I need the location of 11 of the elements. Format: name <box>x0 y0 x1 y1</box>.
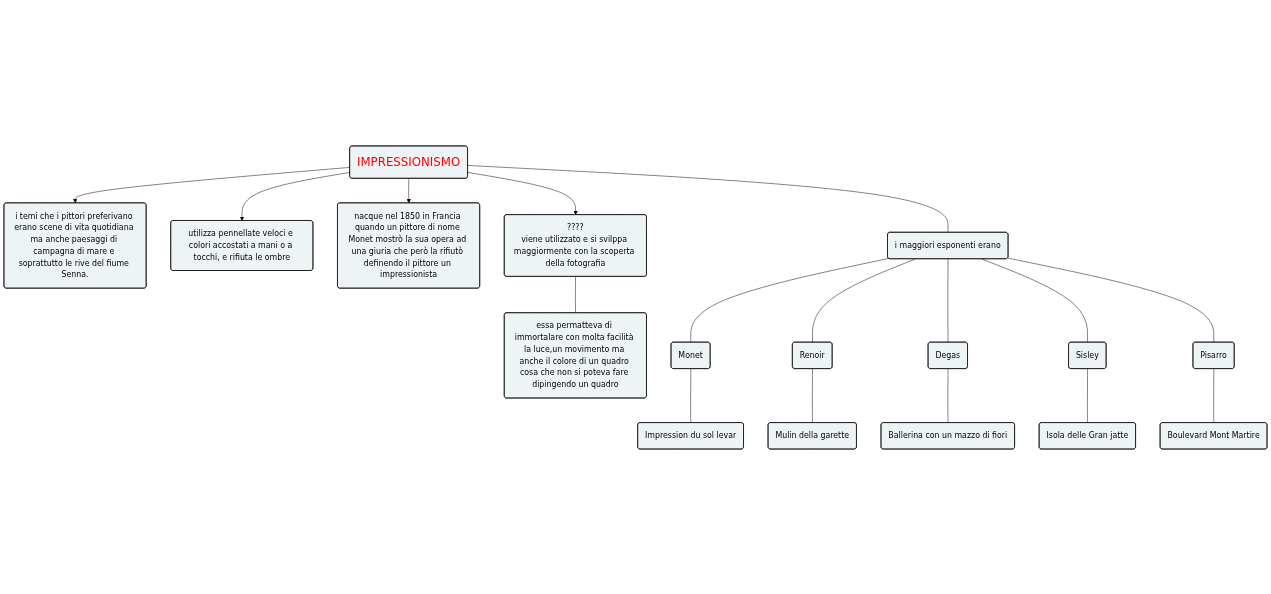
connector <box>947 368 949 423</box>
connector <box>690 257 889 343</box>
connector <box>812 258 916 343</box>
connector <box>1087 368 1088 423</box>
connector <box>947 258 949 343</box>
connector <box>690 368 692 423</box>
connector <box>1007 257 1215 343</box>
connector <box>1213 368 1215 423</box>
connector <box>981 258 1088 343</box>
connector <box>575 275 576 313</box>
connector <box>812 368 813 423</box>
